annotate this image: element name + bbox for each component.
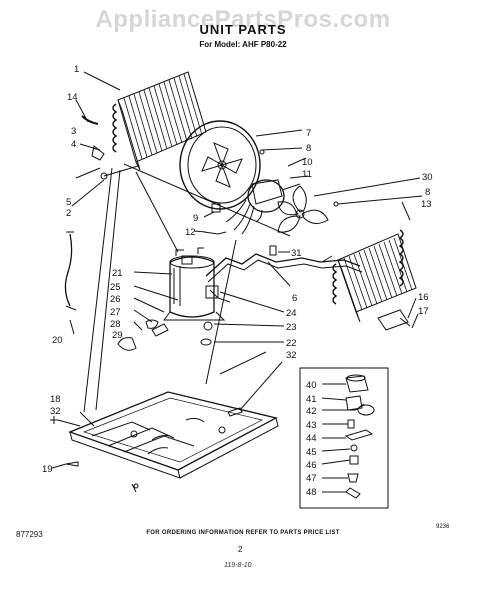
callout-41: 41 <box>306 394 317 405</box>
callout-20: 20 <box>52 335 63 346</box>
callout-27: 27 <box>110 307 121 318</box>
callout-8-right: 8 <box>425 187 430 198</box>
callout-5: 5 <box>66 197 71 208</box>
controls-inset <box>299 367 389 509</box>
callout-31: 31 <box>291 248 302 259</box>
callout-4: 4 <box>71 139 76 150</box>
callout-47: 47 <box>306 473 317 484</box>
callout-48: 48 <box>306 487 317 498</box>
footer-right-code: 9236 <box>436 524 450 530</box>
callout-1: 1 <box>74 64 79 75</box>
callout-45: 45 <box>306 447 317 458</box>
callout-32-left: 32 <box>50 406 61 417</box>
callout-2: 2 <box>66 208 71 219</box>
callout-17: 17 <box>418 306 429 317</box>
page-number: 2 <box>238 545 243 554</box>
footer-order-info: FOR ORDERING INFORMATION REFER TO PARTS … <box>146 530 340 536</box>
footer-left-code: 877293 <box>16 530 43 539</box>
handwritten-note: 119-8-10 <box>224 562 252 569</box>
callouts: 1 14 3 4 5 2 7 8 10 11 9 12 30 8 13 31 2… <box>42 64 433 498</box>
fan-motor <box>225 179 301 235</box>
callout-30: 30 <box>422 172 433 183</box>
callout-24: 24 <box>286 308 297 319</box>
base-pan <box>68 391 279 493</box>
callout-25: 25 <box>110 282 121 293</box>
callout-28: 28 <box>110 319 121 330</box>
callout-21: 21 <box>112 268 123 279</box>
callout-16: 16 <box>418 292 429 303</box>
watermark: AppliancePartsPros.com <box>95 6 391 33</box>
callout-19: 19 <box>42 464 53 475</box>
callout-40: 40 <box>306 380 317 391</box>
callout-32-right: 32 <box>286 350 297 361</box>
condenser-coil <box>332 229 417 323</box>
callout-12: 12 <box>185 227 196 238</box>
compressor <box>163 247 226 321</box>
callout-11: 11 <box>302 169 312 180</box>
callout-26: 26 <box>110 294 121 305</box>
callout-14: 14 <box>67 92 78 103</box>
callout-42: 42 <box>306 406 317 417</box>
callout-18: 18 <box>50 394 61 405</box>
callout-3: 3 <box>71 126 76 137</box>
callout-7: 7 <box>306 128 311 139</box>
callout-22: 22 <box>286 338 297 349</box>
callout-23: 23 <box>286 322 297 333</box>
callout-43: 43 <box>306 420 317 431</box>
callout-10: 10 <box>302 157 313 168</box>
callout-13: 13 <box>421 199 432 210</box>
page-title: UNIT PARTS <box>199 22 287 37</box>
callout-9: 9 <box>193 213 198 224</box>
callout-8-top: 8 <box>306 143 311 154</box>
callout-46: 46 <box>306 460 317 471</box>
evaporator-coil <box>112 71 207 171</box>
model-line: For Model: AHF P80-22 <box>199 40 287 49</box>
callout-29: 29 <box>112 330 123 341</box>
callout-6: 6 <box>292 293 297 304</box>
callout-44: 44 <box>306 433 317 444</box>
condenser-fan-blade <box>277 185 329 233</box>
